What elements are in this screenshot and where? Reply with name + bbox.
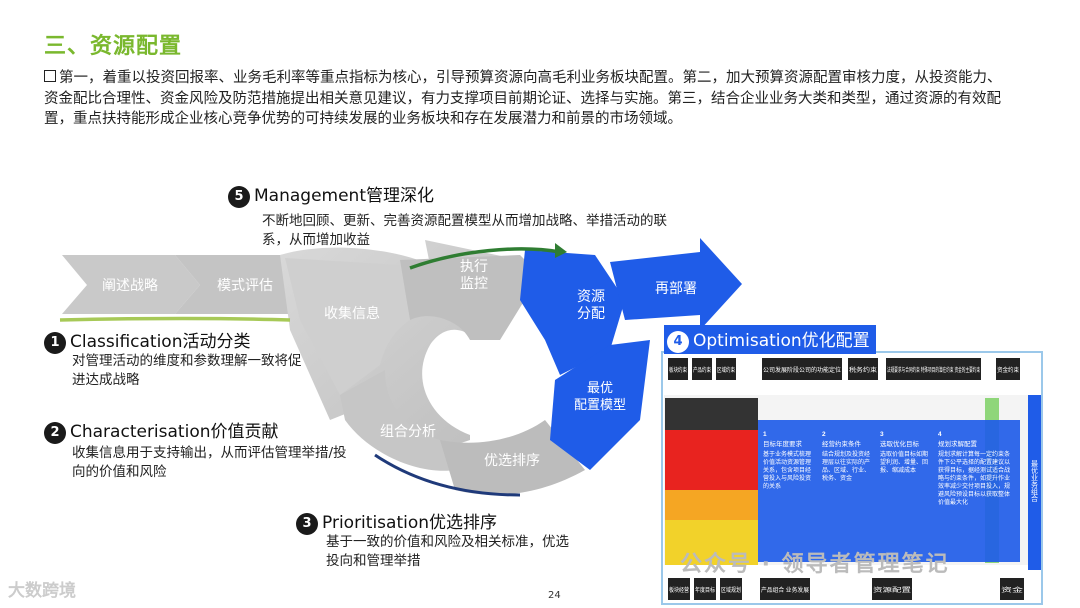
panel-block-title: 经营约束条件: [822, 439, 862, 448]
panel-bottom-box-3: [760, 578, 810, 600]
panel-header-6: [996, 358, 1020, 380]
panel-orange-zone: [665, 490, 758, 520]
label-model: 模式评估: [217, 277, 273, 293]
panel-bottom-label: 板块经营: [669, 586, 689, 594]
step-2-number: 2: [44, 421, 66, 444]
cycle-segment-collect: [285, 258, 410, 395]
accent-green-left: [59, 316, 291, 322]
panel-bottom-box-1: [694, 578, 716, 600]
panel-blue-band: [758, 420, 1020, 562]
panel-block-text: 结合规划及投资经理层以往实际的产品、区域、行业、税务、资金: [822, 450, 870, 482]
panel-bottom-label: 区域规划: [721, 586, 741, 594]
step-5-desc: 不断地回顾、更新、完善资源配置模型从而增加战略、举措活动的联系，从而增加收益: [262, 213, 667, 248]
label-strategy: 阐述战略: [102, 277, 158, 293]
step-2-title: Characterisation价值贡献: [70, 422, 279, 442]
panel-blocks: 1目标年度要求基于业务模式梳理价值活动资源管理关系，包含项目经营投入与风险投资的…: [763, 431, 1010, 506]
accent-green-top: [409, 247, 561, 270]
cycle-segment-prioritize: [440, 420, 585, 495]
step-4-title: Optimisation优化配置: [693, 331, 870, 351]
step-3-title: Prioritisation优选排序: [322, 513, 498, 533]
panel-header-3: [762, 358, 842, 380]
panel-header-label: 公司发展阶段公司的功能定位: [763, 366, 841, 374]
step-1-number: 1: [44, 331, 66, 354]
panel-header-label: 法规要求与合同约束 特殊项目的潜在约束 资金的主要约束: [887, 366, 980, 374]
intro-paragraph: 第一，着重以投资回报率、业务毛利率等重点指标为核心，引导预算资源向高毛利业务板块…: [44, 68, 1004, 130]
page-title: 三、资源配置: [44, 34, 183, 59]
step-1-title: Classification活动分类: [70, 332, 251, 352]
label-prioritize: 优选排序: [484, 452, 540, 468]
panel-bottom-box-0: [668, 578, 690, 600]
step-1-desc: 对管理活动的维度和参数理解一致将促进达成战略: [72, 353, 302, 388]
step-3-desc: 基于一致的价值和风险及相关标准，优选投向和管理举措: [326, 534, 569, 569]
cycle-segment-execute: [400, 255, 540, 340]
panel-block-number: 2: [822, 431, 826, 438]
watermark-right: 公众号 · 领导者管理笔记: [680, 552, 950, 577]
panel-block-text: 选取价值目标如期望利润、增量、回报、缩减成本: [880, 450, 928, 474]
step-3-number: 3: [296, 512, 318, 535]
intro-text: 第一，着重以投资回报率、业务毛利率等重点指标为核心，引导预算资源向高毛利业务板块…: [44, 70, 1002, 127]
panel-bottom-label: 产品组合 业务发展: [761, 586, 809, 594]
panel-header-label: 板块约束: [669, 366, 687, 374]
panel-block-title: 目标年度要求: [763, 439, 803, 448]
step-4-number: 4: [667, 330, 689, 353]
panel-header-label: 产品约束: [693, 366, 711, 374]
panel-header-4: [848, 358, 878, 380]
step-5-number: 5: [228, 185, 250, 208]
panel-block-text: 规划求解计算每一定约束条件下公平选择的配置建议以获得目标，据经测试适合战略与约束…: [938, 450, 1010, 506]
panel-side-bar: [1028, 395, 1041, 570]
panel-yellow-zone: [665, 520, 758, 565]
arrow-redeploy: [610, 238, 742, 330]
cycle-segment-allocate: [520, 250, 625, 375]
chevron-strategy: [62, 255, 200, 314]
step-5-title: Management管理深化: [254, 186, 434, 206]
label-redeploy: 再部署: [655, 280, 697, 296]
chevron-model: [175, 255, 315, 314]
panel-header-label: 税务约束: [849, 366, 877, 374]
panel-bottom-label: 年度目标: [695, 586, 715, 594]
panel-bottom-box-4: [872, 578, 912, 600]
accent-arrow-head: [555, 243, 567, 258]
panel-side-label: 最优业务组合: [1031, 460, 1039, 503]
label-exec: 执行监控: [460, 258, 488, 291]
step-2-desc: 收集信息用于支持输出，从而评估管理举措/投向的价值和风险: [72, 445, 347, 480]
panel-block-text: 基于业务模式梳理价值活动资源管理关系，包含项目经营投入与风险投资的关系: [763, 450, 811, 490]
watermark-left: 大数跨境: [8, 581, 76, 601]
panel-block-number: 3: [880, 431, 884, 438]
panel-dark-rows: [665, 398, 758, 430]
panel-header-2: [716, 358, 736, 380]
panel-block-number: 1: [763, 431, 767, 438]
panel-header-1: [692, 358, 712, 380]
panel-header-5: [886, 358, 981, 380]
label-optimal: 最优配置模型: [574, 380, 626, 412]
label-collect: 收集信息: [324, 305, 380, 321]
page-number: 24: [548, 590, 561, 601]
checkbox-bullet-icon: [44, 70, 56, 82]
panel-top-headers: 板块约束产品约束区域约束 公司发展阶段公司的功能定位税务约束 法规要求与合同约束 特…: [668, 358, 1020, 380]
panel-bottom-box-2: [720, 578, 742, 600]
panel-bottom-label: 资源配置: [873, 586, 911, 594]
panel-block-title: 选取优化目标: [880, 439, 920, 448]
panel-bottom-label: 资金: [1001, 586, 1023, 594]
panel-bottom-labels: 板块经营年度目标区域规划 产品组合 业务发展 资源配置 资金: [668, 578, 1024, 600]
cycle-segment-optimal: [550, 340, 650, 470]
panel-red-zone: [665, 430, 758, 490]
label-combine: 组合分析: [380, 423, 436, 439]
label-alloc: 资源分配: [577, 288, 605, 321]
cycle-segment-combine: [340, 370, 455, 471]
panel-header-label: 区域约束: [717, 366, 735, 374]
panel-block-number: 4: [938, 431, 942, 438]
accent-navy-bottom: [374, 453, 521, 497]
panel-header-label: 资金约束: [997, 366, 1019, 374]
panel-block-title: 规划求解配置: [938, 439, 978, 448]
panel-bottom-box-5: [1000, 578, 1024, 600]
panel-header-0: [668, 358, 688, 380]
